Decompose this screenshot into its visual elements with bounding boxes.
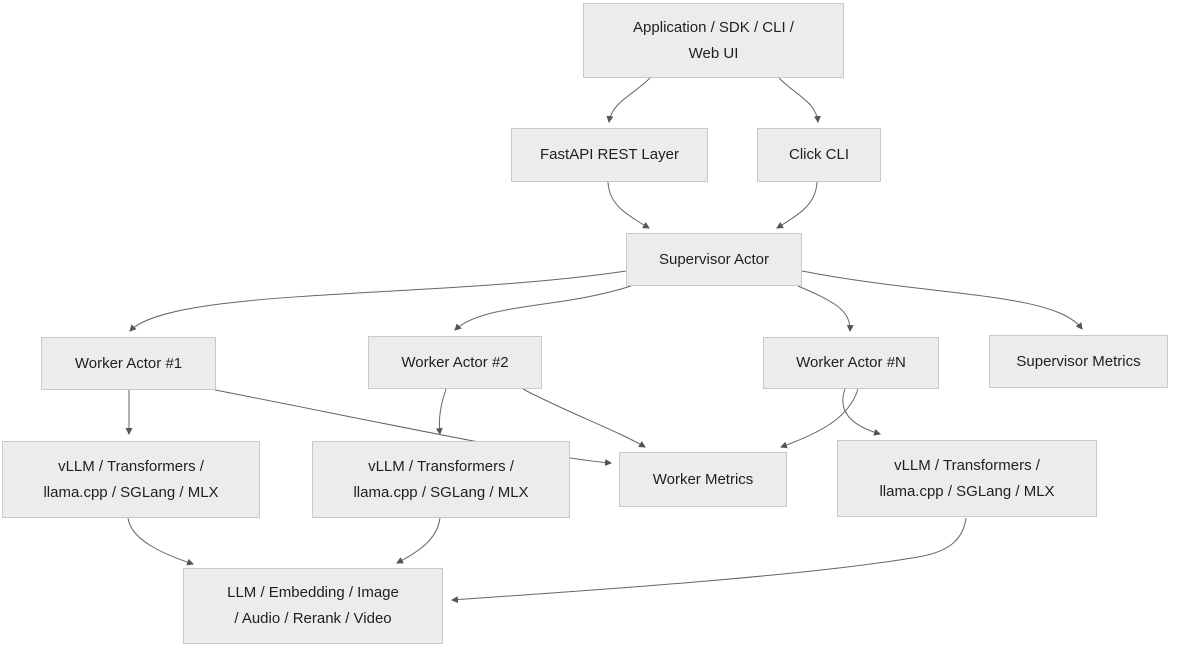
node-worker-actor-n: Worker Actor #N [763,337,939,389]
edge-app-fastapi [606,77,651,124]
edge-supervisor-worker2 [454,285,632,331]
node-label: vLLM / Transformers / [894,456,1040,474]
node-fastapi-rest-layer: FastAPI REST Layer [511,128,708,182]
edge-fastapi-supervisor [607,181,650,229]
node-supervisor-actor: Supervisor Actor [626,233,802,286]
edge-supervisor-supmetrics [801,270,1083,330]
node-label: / Audio / Rerank / Video [234,610,392,627]
node-label: Worker Actor #N [796,354,906,371]
node-label: Web UI [688,44,739,62]
node-engines-n: vLLM / Transformers / llama.cpp / SGLang… [837,440,1097,517]
node-label: vLLM / Transformers / [368,457,514,475]
node-label: llama.cpp / SGLang / MLX [43,483,219,501]
node-label: Worker Metrics [652,470,754,488]
node-engines-2: vLLM / Transformers / llama.cpp / SGLang… [312,441,570,518]
node-engines-1: vLLM / Transformers / llama.cpp / SGLang… [2,441,260,518]
node-worker-actor-2: Worker Actor #2 [368,336,542,389]
node-label: FastAPI REST Layer [540,146,679,163]
node-application: Application / SDK / CLI / Web UI [583,3,844,78]
node-label: Worker Actor #2 [401,353,509,371]
node-worker-actor-1: Worker Actor #1 [41,337,216,390]
node-label: Supervisor Actor [658,250,770,268]
edge-vllm3-outputs [450,517,967,604]
edge-worker2-workermetrics [522,388,646,448]
edge-clickcli-supervisor [776,181,818,229]
node-click-cli: Click CLI [757,128,881,182]
node-label: Application / SDK / CLI / [633,18,794,36]
node-model-outputs: LLM / Embedding / Image / Audio / Rerank… [183,568,443,644]
node-supervisor-metrics: Supervisor Metrics [989,335,1168,388]
edge-supervisor-worker1 [129,270,627,332]
node-label: llama.cpp / SGLang / MLX [353,483,529,501]
edge-app-clickcli [778,77,821,124]
node-label: vLLM / Transformers / [58,457,204,475]
node-label: llama.cpp / SGLang / MLX [879,482,1055,500]
edge-vllm1-outputs [127,517,194,566]
edge-worker2-vllm2 [435,388,447,436]
edge-workern-vllm3 [842,388,882,436]
edge-workern-workermetrics [780,388,859,449]
node-worker-metrics: Worker Metrics [619,452,787,507]
edge-vllm2-outputs [396,517,441,564]
node-label: Supervisor Metrics [1016,352,1141,370]
node-label: LLM / Embedding / Image [227,584,399,601]
edge-supervisor-workern [797,285,854,333]
node-label: Click CLI [788,146,849,163]
node-label: Worker Actor #1 [74,354,183,372]
